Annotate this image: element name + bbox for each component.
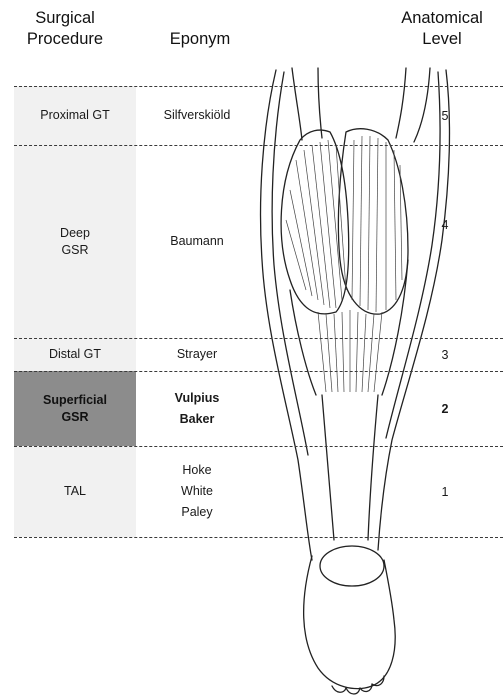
foot (304, 556, 396, 689)
eponym-name: White (181, 481, 213, 502)
leg-outline-left (261, 70, 312, 560)
level-number: 2 (430, 371, 460, 446)
eponym-cell: Silfverskiöld (136, 86, 258, 145)
eponym-cell: Strayer (136, 338, 258, 371)
level-number: 5 (430, 86, 460, 145)
achilles-tendon-left (322, 395, 334, 540)
achilles-tendon-right (368, 395, 378, 540)
eponym-name: Hoke (182, 460, 211, 481)
eponym-cell: Baumann (136, 145, 258, 338)
level-number: 3 (430, 338, 460, 371)
eponym-cell: Vulpius Baker (136, 371, 258, 446)
level-number: 4 (430, 145, 460, 305)
eponym-name: Paley (181, 502, 212, 523)
heel (320, 546, 384, 586)
eponym-name: Strayer (177, 344, 217, 365)
eponym-name: Silfverskiöld (164, 105, 231, 126)
level-boundary-line (14, 537, 503, 538)
eponym-name: Baker (180, 409, 215, 430)
eponym-name: Vulpius (175, 388, 220, 409)
level-number: 1 (430, 446, 460, 537)
gastrocnemius-lateral-head (338, 129, 408, 314)
eponym-cell: Hoke White Paley (136, 446, 258, 537)
eponym-name: Baumann (170, 231, 224, 252)
